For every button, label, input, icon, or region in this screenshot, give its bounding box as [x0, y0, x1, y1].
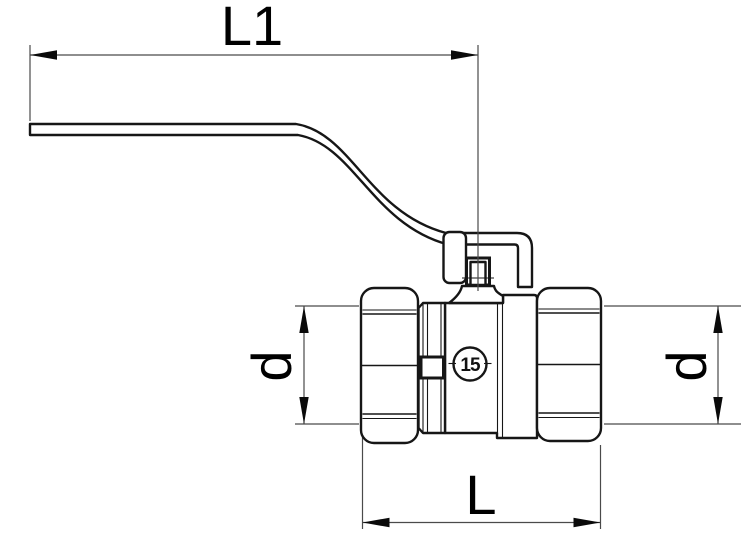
dim-label-l1: L1: [221, 0, 283, 57]
logo-text: 15: [460, 355, 481, 376]
collar-tab: [419, 355, 445, 380]
stem-housing: [442, 230, 468, 285]
valve-body-outline: [443, 293, 539, 440]
arrowhead-l-right: [573, 517, 601, 528]
arrowhead-dright-bottom: [713, 397, 723, 424]
arrowhead-l1-left: [30, 50, 57, 60]
manufacturer-logo: 15: [448, 346, 492, 382]
left-nut: [359, 286, 420, 445]
right-nut: [535, 286, 603, 443]
dim-label-d-left: d: [240, 350, 303, 381]
dimension-l1: L1: [29, 0, 478, 121]
arrowhead-l1-right: [451, 50, 478, 60]
dim-label-l: L: [465, 463, 496, 526]
valve-body: [443, 293, 539, 440]
arrowhead-dleft-bottom: [299, 397, 309, 424]
dim-label-d-right: d: [655, 350, 718, 381]
arrowhead-dleft-top: [299, 306, 309, 333]
stem-boss: [447, 284, 505, 305]
valve-handle: [28, 122, 534, 289]
arrowhead-l-left: [362, 517, 390, 528]
dimension-d-left: d: [240, 305, 359, 425]
left-collar: [417, 301, 447, 435]
dimension-d-right: d: [604, 305, 741, 425]
arrowhead-dright-top: [713, 306, 723, 333]
stem-nut: [462, 256, 494, 287]
dimension-l: L: [361, 427, 602, 529]
